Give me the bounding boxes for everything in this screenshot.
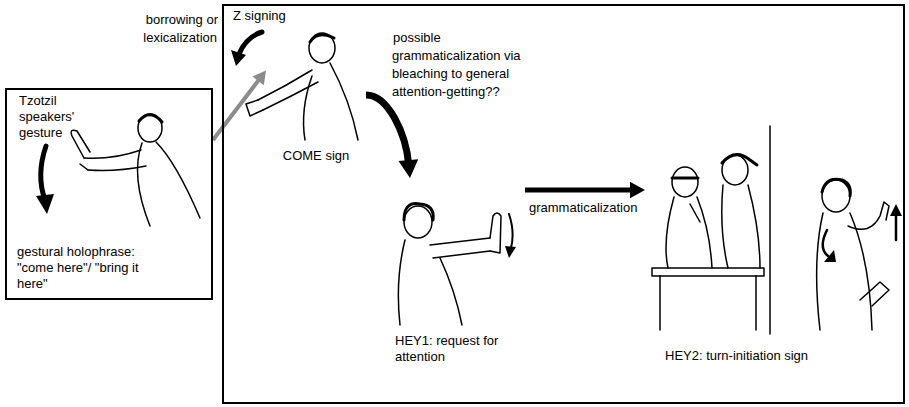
figure-head (672, 167, 698, 197)
source-gesture-box: Tzotzil speakers' gesture gestural holoph… (5, 88, 213, 300)
figure-hand (246, 100, 263, 116)
text-slot: gestural holophrase: "come here"/ "bring… (17, 244, 167, 292)
come-sign-figure (231, 32, 358, 140)
figure-hair (404, 204, 433, 220)
arrowhead (630, 182, 645, 198)
figure-head (822, 180, 850, 212)
arrowhead (252, 71, 266, 86)
figure-hand (71, 130, 90, 170)
connector-line (525, 187, 635, 192)
figure-body (748, 185, 760, 268)
sign-figure: HEY1: request for attention (375, 178, 525, 373)
figure-arm (88, 166, 146, 171)
motion-arrowhead (824, 250, 836, 262)
motion-arrow (239, 32, 262, 54)
motion-arrowhead (231, 50, 246, 66)
motion-arrow (509, 214, 513, 248)
box-heading: Z signing (233, 8, 323, 24)
box-heading: Tzotzil speakers' gesture (19, 93, 89, 141)
figure-hand (490, 213, 501, 253)
figure-body (156, 142, 200, 218)
figure-hand (860, 282, 889, 306)
table-legs (660, 276, 756, 330)
figure-hair (139, 115, 162, 122)
text-slot: HEY1: request for attention (395, 333, 520, 365)
motion-arrowhead (36, 194, 54, 214)
figure-body (138, 143, 151, 226)
figure-arm (433, 251, 490, 258)
motion-arrow (823, 230, 828, 256)
figure-body (697, 197, 712, 268)
label-slot: grammaticalization (528, 198, 653, 216)
hey2-scene (652, 126, 902, 334)
figure-arm (848, 202, 889, 229)
motion-arrowhead (890, 204, 902, 216)
figure-hair (310, 35, 334, 42)
figure-caption: HEY2: turn-initiation sign (665, 348, 885, 364)
figure-arm (84, 150, 141, 158)
figure-body (440, 258, 462, 325)
figure-body (722, 185, 728, 268)
figure-body (304, 76, 312, 140)
figure-cap (722, 155, 757, 165)
figure-head (404, 206, 432, 238)
motion-arrow (41, 146, 46, 200)
figure-body (850, 213, 872, 330)
figure-body (666, 197, 674, 268)
hey1-figure (398, 204, 516, 325)
connector-line (213, 78, 260, 140)
connector-line (366, 95, 409, 165)
table (652, 268, 764, 276)
figure-body (330, 63, 358, 140)
box-note: gestural holophrase: "come here"/ "bring… (17, 244, 167, 292)
arrowhead (398, 159, 418, 178)
scene-divider (769, 126, 771, 334)
edge-label: grammaticalization (528, 200, 638, 215)
label-slot: possible grammaticalization via bleachin… (392, 28, 550, 100)
figure-head (309, 33, 335, 63)
text-slot: Z signing (233, 8, 323, 24)
connector-arrow (525, 182, 645, 198)
figure-arm (430, 238, 490, 245)
motion-arrow (895, 214, 898, 240)
figure-arm (690, 204, 700, 222)
figure-headband (672, 177, 698, 180)
figure-hair (822, 179, 850, 196)
connector-arrow (213, 71, 266, 140)
figure-body (817, 213, 823, 330)
edge-label: possible grammaticalization via bleachin… (392, 30, 521, 99)
figure-arm (258, 70, 312, 100)
figure-head (138, 114, 162, 142)
figure-caption: HEY1: request for attention (395, 333, 520, 365)
figure-body (398, 240, 405, 325)
text-slot: HEY2: turn-initiation sign (665, 348, 885, 364)
connector-arrow (366, 95, 418, 178)
figure-arm (263, 82, 318, 110)
label-slot: borrowing or lexicalization (128, 10, 218, 46)
edge-label: borrowing or lexicalization (143, 12, 218, 45)
motion-arrowhead (505, 246, 516, 258)
sign-figure: COME sign (266, 18, 366, 168)
sign-figure: HEY2: turn-initiation sign (645, 118, 903, 373)
figure-caption: COME sign (266, 148, 366, 164)
text-slot: COME sign (266, 148, 366, 164)
text-slot: Tzotzil speakers' gesture (19, 93, 89, 141)
